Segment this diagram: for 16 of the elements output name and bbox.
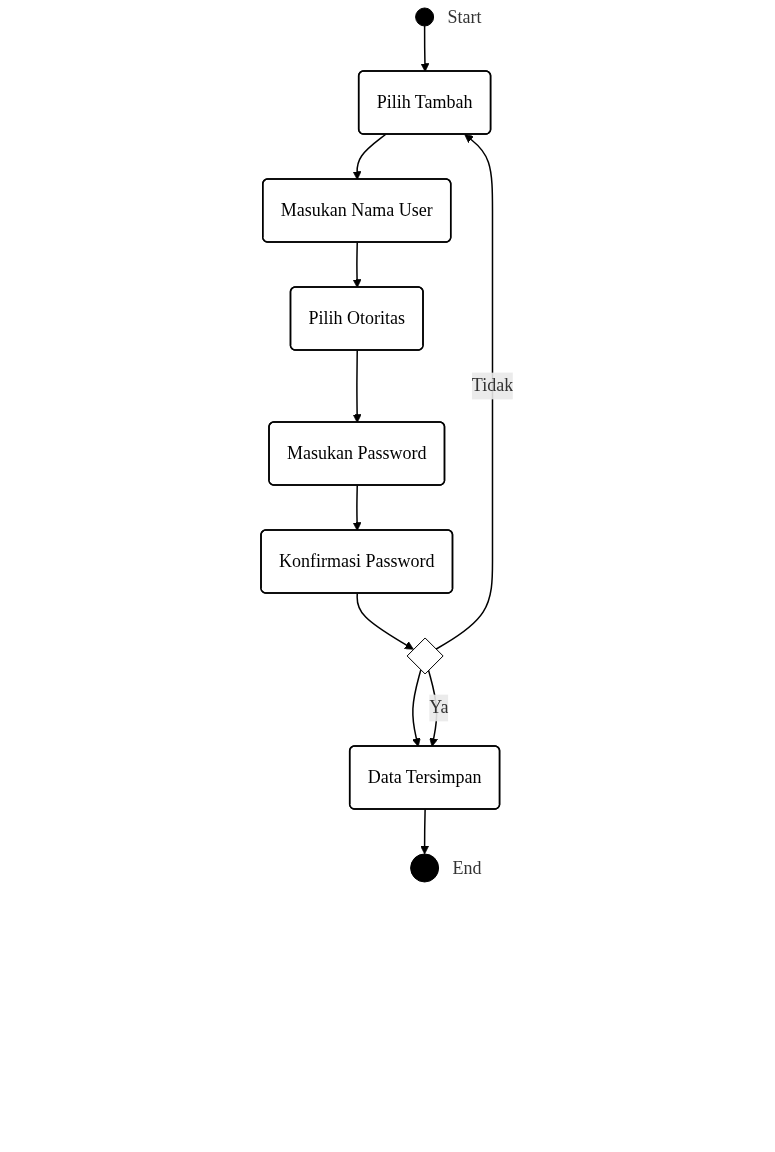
node-caption: Start <box>448 7 482 27</box>
arrow <box>356 592 415 650</box>
arrow <box>353 133 387 180</box>
node-caption: End <box>453 857 482 878</box>
arrow <box>353 349 362 423</box>
node-circle <box>410 853 440 883</box>
arrow <box>420 808 430 855</box>
edge-label: Ya <box>429 697 449 718</box>
arrow <box>353 484 362 531</box>
arrow <box>435 134 494 650</box>
node-circle <box>415 7 435 27</box>
arrow <box>353 241 362 288</box>
edge-label: Tidak <box>472 375 514 396</box>
arrow <box>412 669 422 747</box>
node-diamond <box>407 637 445 675</box>
arrow <box>420 25 430 72</box>
